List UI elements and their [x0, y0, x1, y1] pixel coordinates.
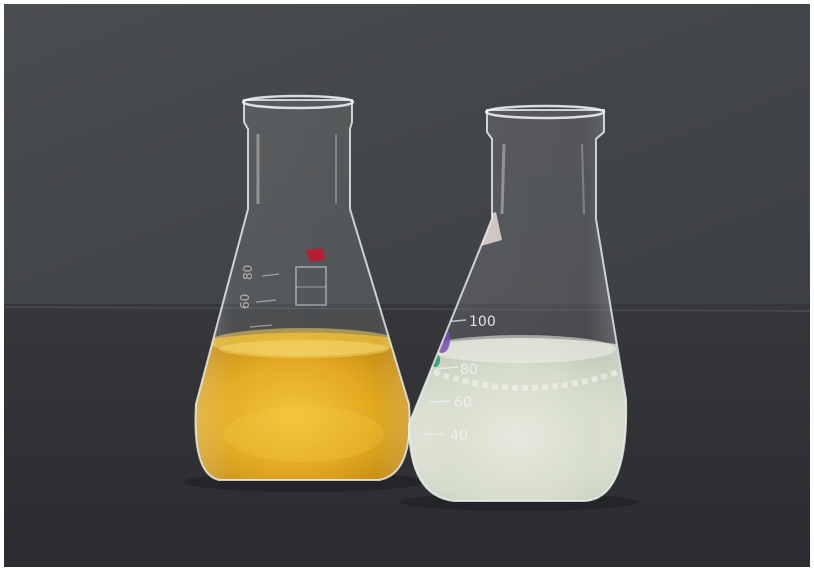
- right-grad-40: 40: [450, 428, 468, 444]
- left-flask-outline: [194, 99, 411, 481]
- right-grad-100: 100: [469, 314, 496, 330]
- right-flask-outline: [407, 109, 628, 502]
- lab-photo: 80 60 100 80 60: [4, 4, 810, 567]
- photo-frame: 80 60 100 80 60: [4, 4, 810, 567]
- table-edge: [4, 306, 810, 312]
- brand-logo-mark: [295, 266, 327, 306]
- right-grad-60: 60: [454, 395, 472, 411]
- background-wall: [4, 4, 810, 309]
- left-flask-rim: [241, 94, 355, 110]
- right-flask-rim: [484, 104, 606, 120]
- right-grad-80: 80: [460, 362, 478, 378]
- red-label-mark: [306, 248, 326, 262]
- left-grad-60: 60: [238, 294, 252, 309]
- left-grad-80: 80: [241, 265, 255, 280]
- left-flask-amber: 80 60: [194, 94, 411, 481]
